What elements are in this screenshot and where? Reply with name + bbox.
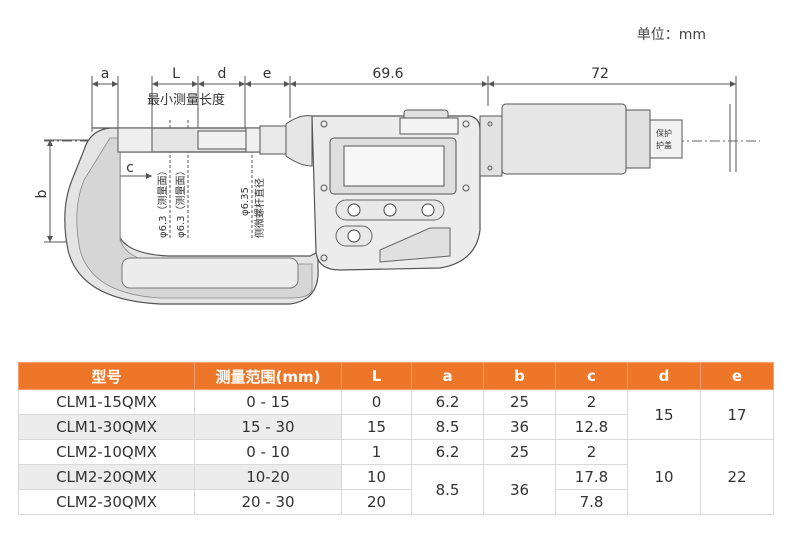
cell-model: CLM2-20QMX	[18, 464, 195, 490]
cell-range: 15 - 30	[194, 414, 342, 440]
cell-a: 8.5	[411, 414, 484, 440]
header-range: 测量范围(mm)	[194, 362, 342, 390]
cell-range: 10-20	[194, 464, 342, 490]
label-c: c	[126, 160, 134, 176]
cell-c: 12.8	[555, 414, 628, 440]
cell-b-merged: 36	[483, 464, 556, 515]
ratchet	[649, 119, 683, 159]
cell-b: 25	[483, 389, 556, 415]
cell-d-group1: 15	[627, 389, 701, 440]
header-c: c	[555, 362, 628, 390]
lcd-display	[343, 145, 445, 187]
button-4[interactable]	[347, 229, 361, 243]
spec-table: 型号 测量范围(mm) L a b c d e CLM1-15QMX 0 - 1…	[18, 362, 774, 515]
label-72: 72	[591, 66, 609, 82]
cell-model: CLM2-10QMX	[18, 439, 195, 465]
label-d: d	[218, 66, 227, 82]
label-e: e	[263, 66, 272, 82]
thimble	[501, 103, 627, 175]
cell-e-group2: 22	[700, 439, 774, 515]
label-thimble-1: 保护	[656, 128, 672, 138]
label-min-length: 最小测量长度	[147, 92, 225, 108]
button-1[interactable]	[347, 203, 361, 217]
cell-a-merged: 8.5	[411, 464, 484, 515]
label-b: b	[34, 189, 50, 198]
button-2[interactable]	[383, 203, 397, 217]
label-spindle-diameter: 侧微螺杆直径	[253, 178, 266, 238]
cell-a: 6.2	[411, 439, 484, 465]
header-b: b	[483, 362, 556, 390]
label-L: L	[172, 66, 180, 82]
label-phi-anvil: φ6.3（测量面）	[156, 166, 169, 239]
label-thimble-2: 护盖	[656, 140, 672, 150]
cell-model: CLM2-30QMX	[18, 489, 195, 515]
cell-b: 36	[483, 414, 556, 440]
label-phi-spindle: φ6.3（测量面）	[174, 166, 187, 239]
cell-model: CLM1-15QMX	[18, 389, 195, 415]
cell-range: 0 - 15	[194, 389, 342, 415]
cell-L: 20	[341, 489, 412, 515]
frame-grip	[121, 257, 299, 289]
table-row: CLM2-10QMX 0 - 10 1 6.2 25 2 10 22	[18, 439, 774, 515]
header-d: d	[627, 362, 701, 390]
cell-b: 25	[483, 439, 556, 465]
cell-c: 2	[555, 389, 628, 415]
table-row: CLM1-30QMX 15 - 30 15 8.5 36 12.8	[18, 414, 774, 440]
label-69-6: 69.6	[372, 66, 403, 82]
cell-model: CLM1-30QMX	[18, 414, 195, 440]
spindle	[197, 130, 247, 150]
cell-L: 15	[341, 414, 412, 440]
header-a: a	[411, 362, 484, 390]
button-3[interactable]	[421, 203, 435, 217]
table-row: CLM2-30QMX 20 - 30 20 7.8	[18, 489, 774, 515]
cell-d-group2: 10	[627, 439, 701, 515]
cell-L: 0	[341, 389, 412, 415]
label-a: a	[101, 66, 110, 82]
label-phi-6-35: φ6.35	[240, 187, 251, 216]
cell-L: 1	[341, 439, 412, 465]
cell-L: 10	[341, 464, 412, 490]
table-row: CLM2-20QMX 10-20 10 8.5 36 17.8	[18, 464, 774, 515]
cell-c: 17.8	[555, 464, 628, 490]
header-model: 型号	[18, 362, 195, 390]
header-e: e	[700, 362, 774, 390]
anvil	[117, 127, 153, 153]
cell-a: 6.2	[411, 389, 484, 415]
table-row: CLM1-15QMX 0 - 15 0 6.2 25 2 15 17	[18, 389, 774, 440]
table-header-row: 型号 测量范围(mm) L a b c d e	[18, 362, 774, 390]
cell-range: 20 - 30	[194, 489, 342, 515]
cell-range: 0 - 10	[194, 439, 342, 465]
cell-e-group1: 17	[700, 389, 774, 440]
header-L: L	[341, 362, 412, 390]
cell-c: 7.8	[555, 489, 628, 515]
cell-c: 2	[555, 439, 628, 465]
micrometer-drawing: a L d e 69.6 72 最小测量长度 c b φ6.3（测量面） φ6.…	[34, 66, 760, 305]
unit-label: 单位：mm	[636, 27, 706, 43]
